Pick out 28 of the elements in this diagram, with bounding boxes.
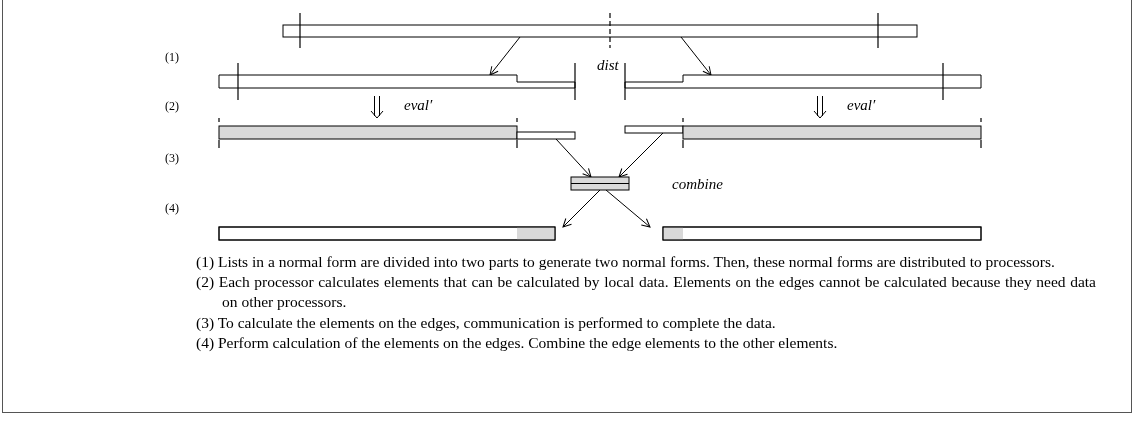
step-number: (3) <box>165 152 179 164</box>
step-number: (2) <box>165 100 179 112</box>
step-number: (1) <box>165 51 179 63</box>
note-text: (2) Each processor calculates elements that can be calculated by local data. Elements on the edges cannot be calculated because they need data on other processors. <box>196 272 1096 313</box>
note-text: (3) To calculate the elements on the edges, communication is performed to complete the data. <box>196 313 777 333</box>
arrow <box>605 189 651 228</box>
edge-label: eval′ <box>847 98 876 113</box>
list-bar <box>662 226 982 241</box>
list-bar <box>282 12 919 50</box>
step-number: (4) <box>165 202 179 214</box>
arrow <box>680 36 712 76</box>
arrow <box>562 189 601 228</box>
edge-label: eval′ <box>404 98 433 113</box>
note-text: (1) Lists in a normal form are divided into two parts to generate two normal forms. Then, these normal forms are distributed to processors. <box>196 252 1056 272</box>
arrow <box>618 132 664 178</box>
arrow <box>813 95 827 119</box>
operation-label: dist <box>597 58 619 73</box>
list-bar <box>570 176 630 191</box>
list-bar <box>624 62 983 101</box>
list-bar <box>218 117 577 150</box>
list-bar <box>624 117 983 150</box>
list-bar <box>218 62 577 101</box>
arrow <box>489 36 521 76</box>
note-text: (4) Perform calculation of the elements on the edges. Combine the edge elements to the other elements. <box>196 333 839 353</box>
arrow <box>555 138 592 178</box>
list-bar <box>218 226 556 241</box>
operation-label: combine <box>672 177 723 192</box>
arrow <box>370 95 384 119</box>
